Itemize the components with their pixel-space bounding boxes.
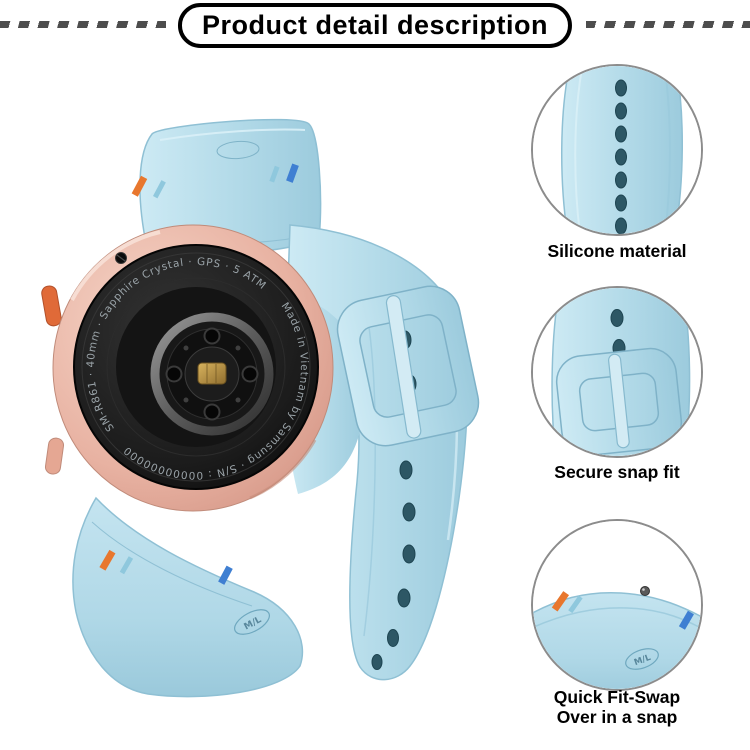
page-title: Product detail description (177, 3, 573, 48)
alignment-mark-blue (678, 610, 694, 630)
buckle-prong (608, 353, 630, 449)
callout-circle-silicone-material (531, 64, 703, 236)
band-size-oval (625, 648, 659, 670)
buckle-frame (555, 347, 683, 456)
alignment-mark-lightblue (568, 595, 583, 614)
band-holes (615, 79, 627, 234)
watch-button-top (41, 285, 62, 327)
silicone-material-closeup (533, 66, 701, 234)
snap-fit-closeup (533, 288, 701, 456)
dashed-cut-line-left (0, 21, 166, 28)
quick-fit-swap-line2: Over in a snap (556, 707, 678, 728)
callout-circle-secure-snap-fit (531, 286, 703, 458)
band-size-oval (234, 609, 270, 635)
band-stamp-oval (216, 140, 260, 160)
watch-buckle (336, 285, 480, 447)
quick-release-pin (640, 586, 650, 596)
alignment-mark-orange (131, 175, 148, 197)
dashed-cut-line-right (586, 21, 750, 28)
callout-label-silicone-material: Silicone material (547, 241, 687, 261)
watch-button-bottom (44, 437, 65, 475)
alignment-mark-lightblue (153, 180, 166, 199)
callout-label-quick-fit-swap: Quick Fit-Swap Over in a snap (507, 687, 727, 727)
alignment-mark-blue (286, 163, 299, 183)
watch-band-strap-tail (287, 224, 468, 681)
strap-holes (371, 330, 417, 670)
quick-fit-closeup: M/L (533, 521, 701, 689)
quick-fit-swap-line1: Quick Fit-Swap (553, 687, 681, 707)
bia-sensor (197, 362, 227, 385)
watch-band-bottom: M/L (72, 496, 304, 698)
alignment-mark-lightblue2 (269, 165, 280, 183)
buckle-prong (385, 295, 422, 439)
callout-label-secure-snap-fit: Secure snap fit (554, 462, 680, 482)
alignment-mark-blue (218, 565, 233, 585)
sensor-windows (165, 327, 259, 421)
page-title-text: Product detail description (201, 10, 549, 40)
alignment-mark-lightblue (119, 556, 134, 575)
callout-circle-quick-fit-swap: M/L (531, 519, 703, 691)
sensor-dots (183, 345, 241, 403)
alignment-mark-orange (551, 591, 570, 612)
alignment-mark-orange (99, 549, 116, 571)
